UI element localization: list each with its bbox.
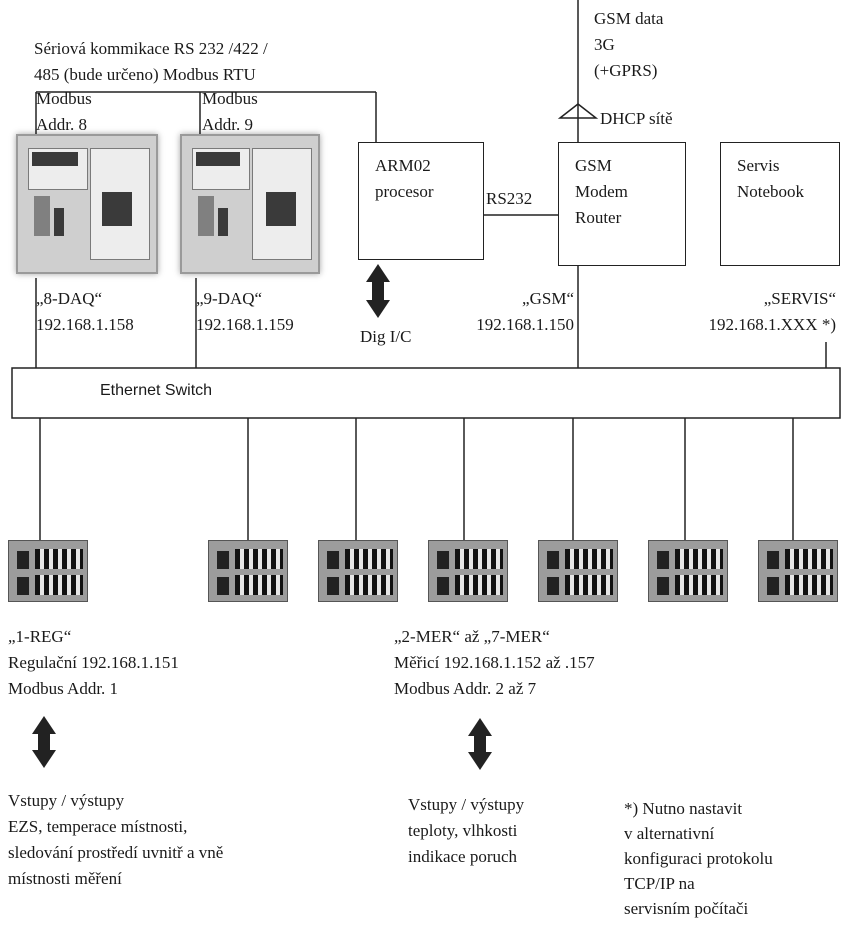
serial-comm-label: Sériová kommikace RS 232 /422 / 485 (bud…	[34, 39, 268, 84]
io-mid-label: Vstupy / výstupy teploty, vlhkosti indik…	[408, 795, 525, 866]
servis-note-label: *) Nutno nastavit v alternativní konfigu…	[624, 799, 773, 918]
dig-io-label: Dig I/C	[360, 327, 412, 346]
reg-board-image	[8, 540, 88, 602]
rs232-label: RS232	[486, 189, 533, 208]
modbus-addr9-label: Modbus Addr. 9	[202, 89, 258, 134]
servis-ip-label: „SERVIS“ 192.168.1.XXX *)	[708, 289, 837, 334]
gsm-data-label: GSM data 3G (+GPRS)	[594, 9, 664, 80]
daq9-ip-label: „9-DAQ“ 192.168.1.159	[196, 289, 294, 334]
io-left-label: Vstupy / výstupy EZS, temperace místnost…	[8, 791, 224, 888]
mer-board-image	[758, 540, 838, 602]
gsm-modem-router-box: GSM Modem Router	[558, 142, 686, 266]
reg-label: „1-REG“ Regulační 192.168.1.151 Modbus A…	[8, 627, 179, 698]
daq8-device-image	[16, 134, 158, 274]
daq9-device-image	[180, 134, 320, 274]
antenna-icon	[557, 103, 599, 119]
gsm-modem-router-label: GSM Modem Router	[575, 156, 628, 227]
dig-io-arrow-icon	[366, 264, 390, 318]
reg-io-arrow-icon	[32, 716, 56, 768]
mer-board-image	[538, 540, 618, 602]
mer-io-arrow-icon	[468, 718, 492, 770]
modbus-addr8-label: Modbus Addr. 8	[36, 89, 92, 134]
servis-notebook-label: Servis Notebook	[737, 156, 805, 201]
daq8-ip-label: „8-DAQ“ 192.168.1.158	[36, 289, 134, 334]
mer-label: „2-MER“ až „7-MER“ Měřicí 192.168.1.152 …	[394, 627, 595, 698]
mer-board-image	[428, 540, 508, 602]
mer-board-image	[648, 540, 728, 602]
arm-processor-box: ARM02 procesor	[358, 142, 484, 260]
servis-notebook-box: Servis Notebook	[720, 142, 840, 266]
ethernet-switch-label: Ethernet Switch	[100, 382, 213, 399]
gsm-ip-label: „GSM“ 192.168.1.150	[476, 289, 574, 334]
mer-board-image	[318, 540, 398, 602]
dhcp-label: DHCP sítě	[600, 109, 673, 128]
arm-processor-label: ARM02 procesor	[375, 156, 434, 201]
mer-board-image	[208, 540, 288, 602]
